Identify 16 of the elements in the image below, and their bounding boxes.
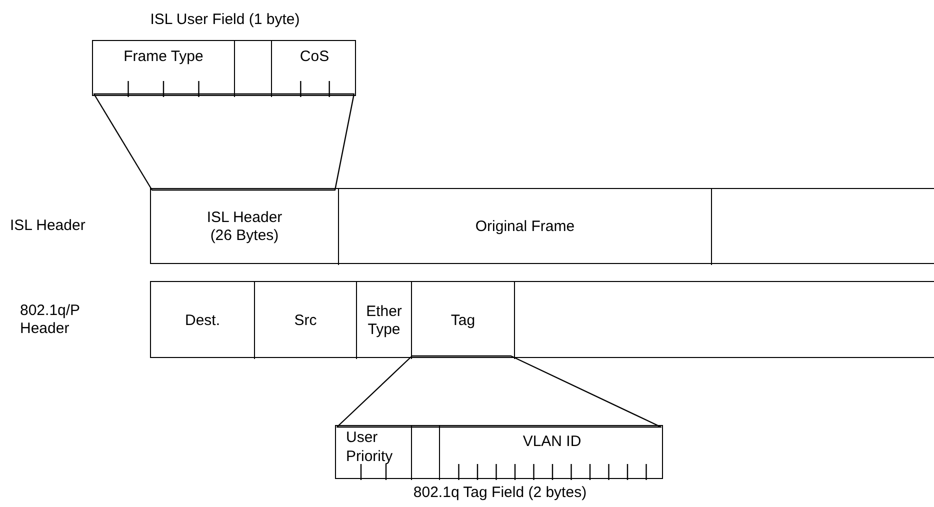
- field-title: ISL Header: [10, 217, 86, 235]
- field-title: 802.1q Tag Field (2 bytes): [413, 484, 587, 502]
- field-label: Tag: [450, 312, 476, 330]
- field-label: VLAN ID: [522, 433, 582, 451]
- field-label: User Priority: [346, 428, 394, 466]
- field-label: Src: [293, 312, 318, 330]
- field-label: ISL Header (26 Bytes): [206, 209, 284, 245]
- field-label: Dest.: [184, 312, 221, 330]
- field-title: ISL User Field (1 byte): [150, 11, 300, 29]
- expansion-lines: [93, 93, 355, 191]
- field-label: Ether Type: [365, 302, 403, 338]
- expansion-lines: [336, 355, 662, 428]
- field-label: Original Frame: [474, 218, 576, 236]
- field-title: 802.1q/P Header: [20, 302, 81, 338]
- field-label: CoS: [298, 48, 330, 66]
- field-label: Frame Type: [122, 48, 204, 66]
